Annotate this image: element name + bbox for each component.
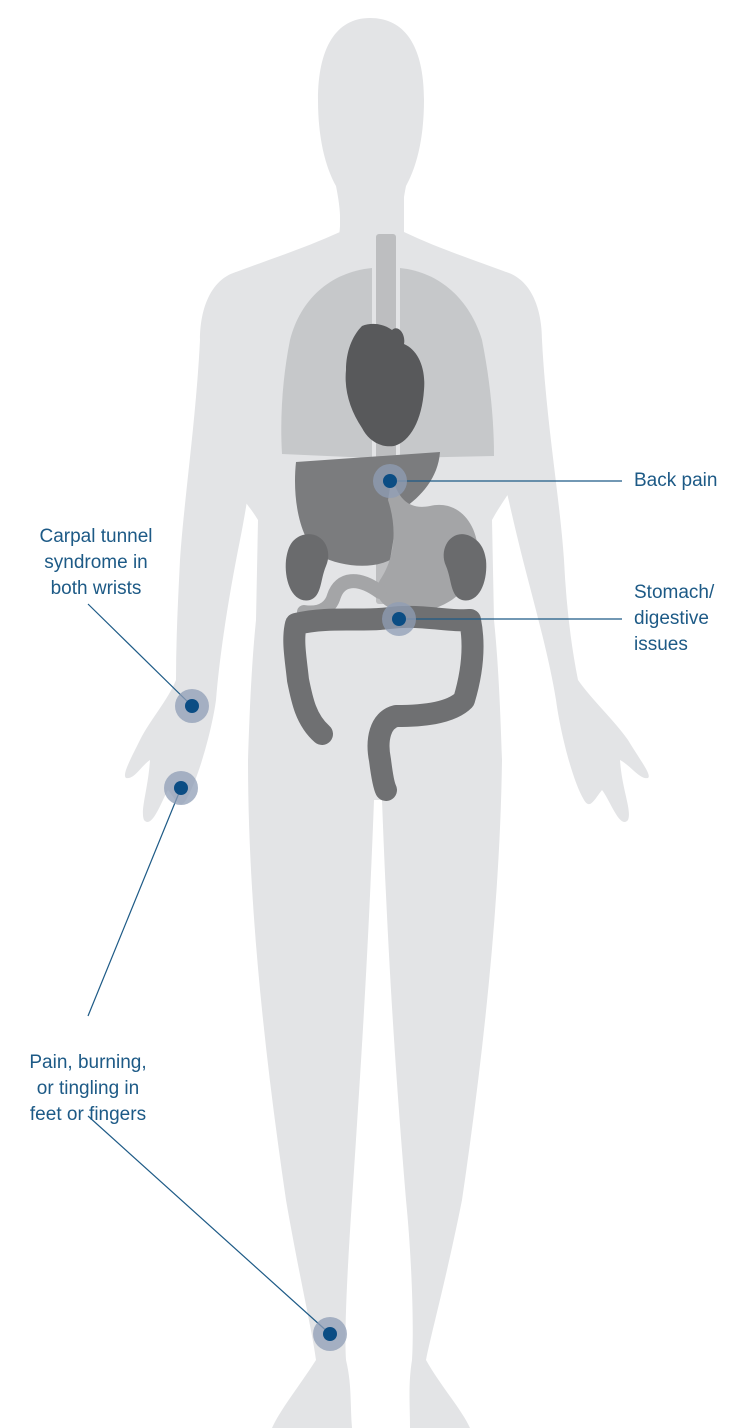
ankle-marker	[313, 1317, 347, 1351]
stomach-marker	[382, 602, 416, 636]
back-pain-marker	[373, 464, 407, 498]
finger-marker	[164, 771, 198, 805]
stomach-digestive-label: Stomach/ digestive issues	[634, 580, 714, 658]
carpal-tunnel-label: Carpal tunnel syndrome in both wrists	[0, 524, 192, 602]
leader-line-finger	[88, 788, 181, 1016]
wrist-marker	[175, 689, 209, 723]
back-pain-label: Back pain	[634, 468, 717, 494]
pain-burning-tingling-label: Pain, burning, or tingling in feet or fi…	[0, 1050, 176, 1128]
